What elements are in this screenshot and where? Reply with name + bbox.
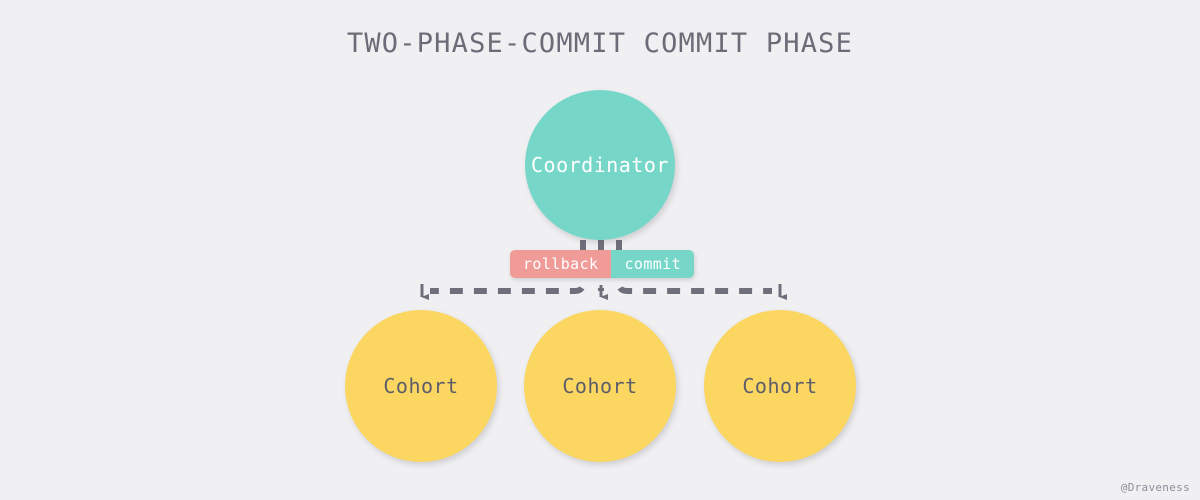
edge-coordinator-to-cohort-0	[430, 240, 586, 294]
node-coordinator-label: Coordinator	[531, 153, 669, 177]
node-cohort-2-label: Cohort	[742, 374, 818, 398]
page-title: TWO-PHASE-COMMIT COMMIT PHASE	[346, 28, 854, 59]
node-cohort-1[interactable]: Cohort	[524, 310, 676, 462]
node-cohort-1-label: Cohort	[562, 374, 638, 398]
edge-label-badges: rollback commit	[510, 250, 695, 278]
watermark: @Draveness	[1120, 481, 1190, 494]
node-cohort-0-label: Cohort	[383, 374, 459, 398]
badge-rollback[interactable]: rollback	[510, 250, 612, 278]
node-cohort-2[interactable]: Cohort	[704, 310, 856, 462]
node-cohort-0[interactable]: Cohort	[345, 310, 497, 462]
node-coordinator[interactable]: Coordinator	[525, 90, 675, 240]
edge-coordinator-to-cohort-2	[616, 240, 772, 294]
badge-commit[interactable]: commit	[611, 250, 695, 278]
